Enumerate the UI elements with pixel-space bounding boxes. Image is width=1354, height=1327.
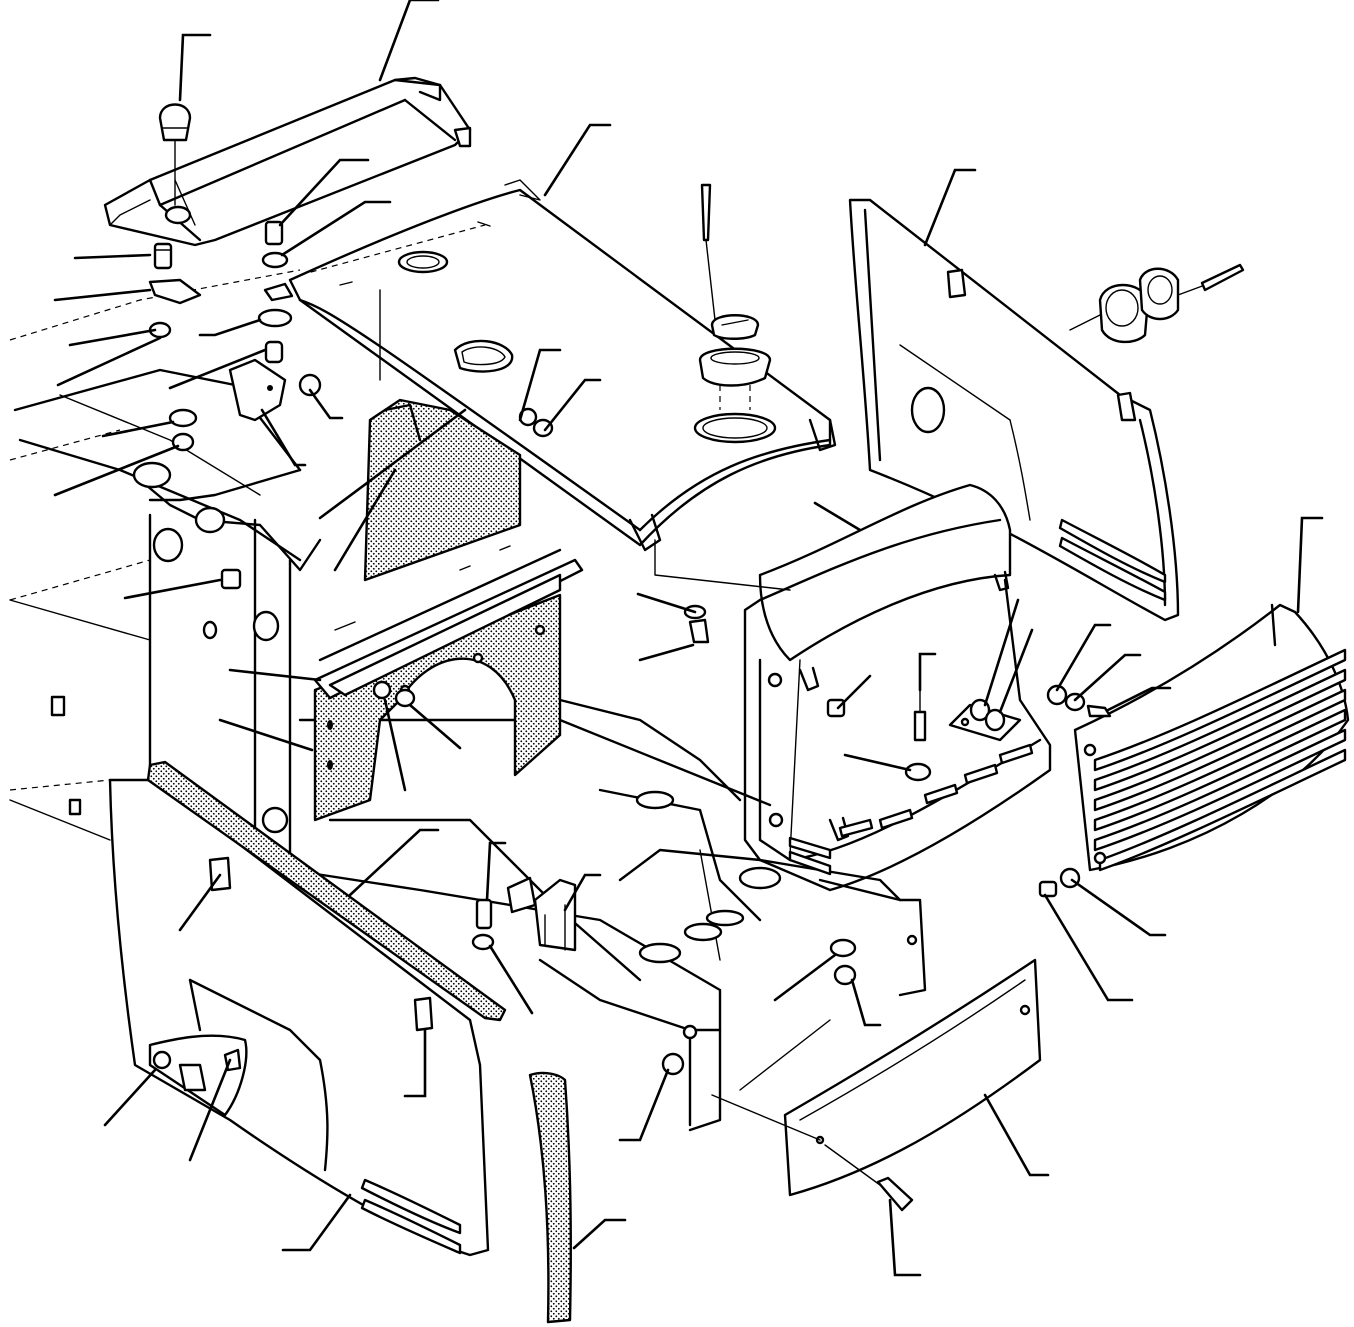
centre-divider-panels bbox=[313, 398, 584, 822]
left-fastener-stack bbox=[148, 220, 322, 590]
front-grille-housing bbox=[743, 483, 1052, 892]
front-grille bbox=[1073, 603, 1350, 872]
left-side-panel bbox=[108, 778, 490, 1257]
right-side-panel bbox=[848, 198, 1180, 622]
rear-caps bbox=[1069, 263, 1245, 344]
seal-strips bbox=[146, 760, 572, 1324]
knob-fastener bbox=[158, 103, 192, 206]
callout-leaders bbox=[53, 0, 1324, 1277]
top-support-beam bbox=[103, 76, 472, 247]
leader bbox=[378, 0, 440, 82]
filler-cap-assembly bbox=[698, 183, 772, 410]
tractor-frame bbox=[9, 269, 927, 1132]
front-lower-panel bbox=[711, 958, 1042, 1212]
top-sheet-panel bbox=[288, 179, 837, 552]
